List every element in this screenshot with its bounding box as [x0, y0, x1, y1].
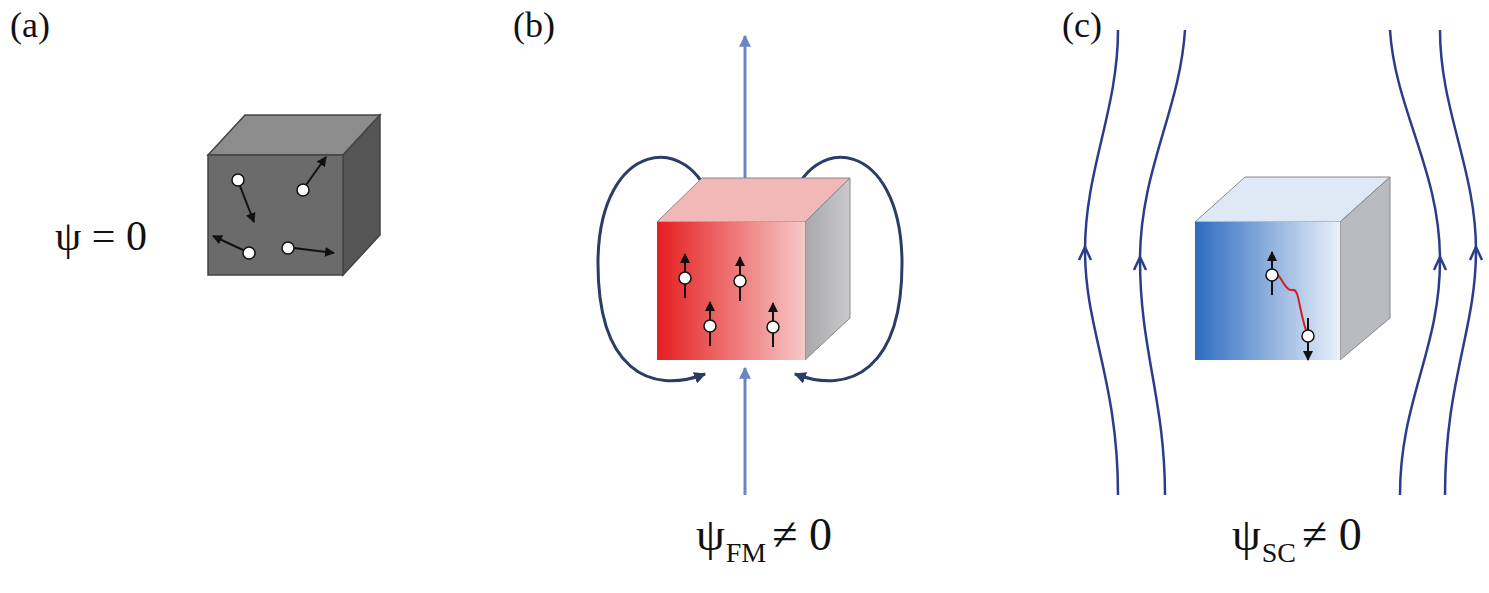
disordered-cube	[208, 115, 380, 275]
panel-label: (a)	[10, 4, 50, 46]
ferromagnet-cube	[657, 178, 850, 360]
panel-label: (b)	[513, 4, 555, 46]
order-parameter: ψ = 0	[55, 212, 147, 260]
order-parameter: ≠ 0	[772, 508, 832, 561]
order-parameter: ψ	[1232, 508, 1261, 561]
label-group: (b)	[513, 4, 555, 46]
superconductor-cube	[1195, 177, 1390, 360]
label-group: (a)	[10, 4, 50, 46]
subscript: SC	[1262, 537, 1296, 569]
label-group: (c)	[1062, 4, 1102, 46]
label-group: ψ = 0	[55, 212, 147, 260]
expelled-field-lines	[1079, 30, 1482, 495]
label-group: ψFM≠ 0	[696, 508, 832, 561]
subscript: FM	[726, 537, 766, 569]
panel-label: (c)	[1062, 4, 1102, 46]
label-group: ψSC≠ 0	[1232, 508, 1362, 561]
ferromagnet-field	[598, 157, 902, 380]
order-parameter: ψ	[696, 508, 725, 561]
order-parameter: ≠ 0	[1302, 508, 1362, 561]
